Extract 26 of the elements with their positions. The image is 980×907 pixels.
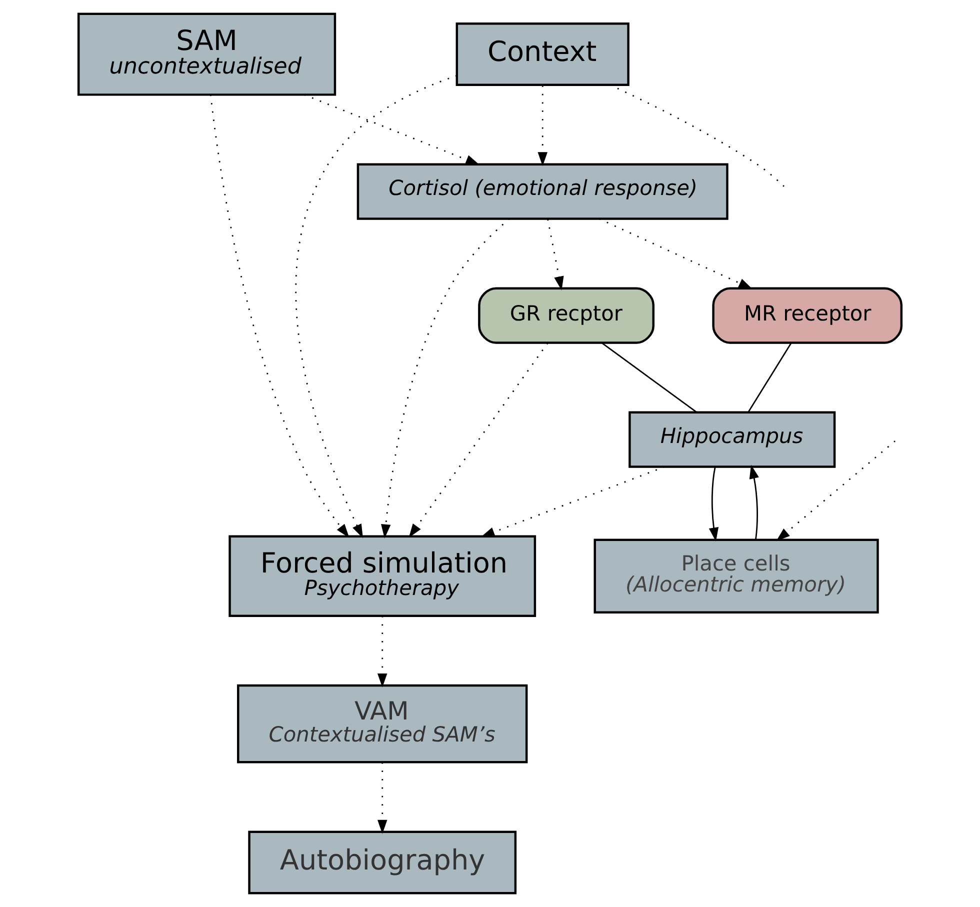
arrow — [538, 86, 548, 166]
node-box: Context — [456, 22, 630, 86]
connector — [748, 342, 792, 413]
node-box: GR recptor — [478, 287, 654, 344]
arrow — [708, 466, 719, 542]
node-box: VAM Contextualised SAM’s — [237, 684, 528, 764]
node-box: Place cells (Allocentric memory) — [594, 538, 879, 614]
node-box: Forced simulation Psychotherapy — [228, 535, 536, 617]
arrow — [599, 218, 753, 290]
arrow — [377, 762, 388, 834]
arrow — [480, 466, 665, 538]
arrow — [547, 219, 564, 290]
arrow — [377, 616, 388, 688]
arrow — [295, 75, 458, 538]
node-box: MR receptor — [712, 287, 903, 344]
arrow — [381, 218, 510, 538]
node-box: Cortisol (emotional response) — [356, 163, 728, 220]
node-box: Autobiography — [248, 830, 517, 894]
node-box: SAM uncontextualised — [77, 12, 336, 96]
arrow — [749, 464, 759, 540]
node-box: Hippocampus — [628, 411, 836, 468]
arrow — [304, 94, 480, 165]
arrow — [210, 94, 350, 538]
connector — [601, 342, 698, 413]
arrow — [408, 342, 548, 538]
arrow — [776, 440, 896, 542]
